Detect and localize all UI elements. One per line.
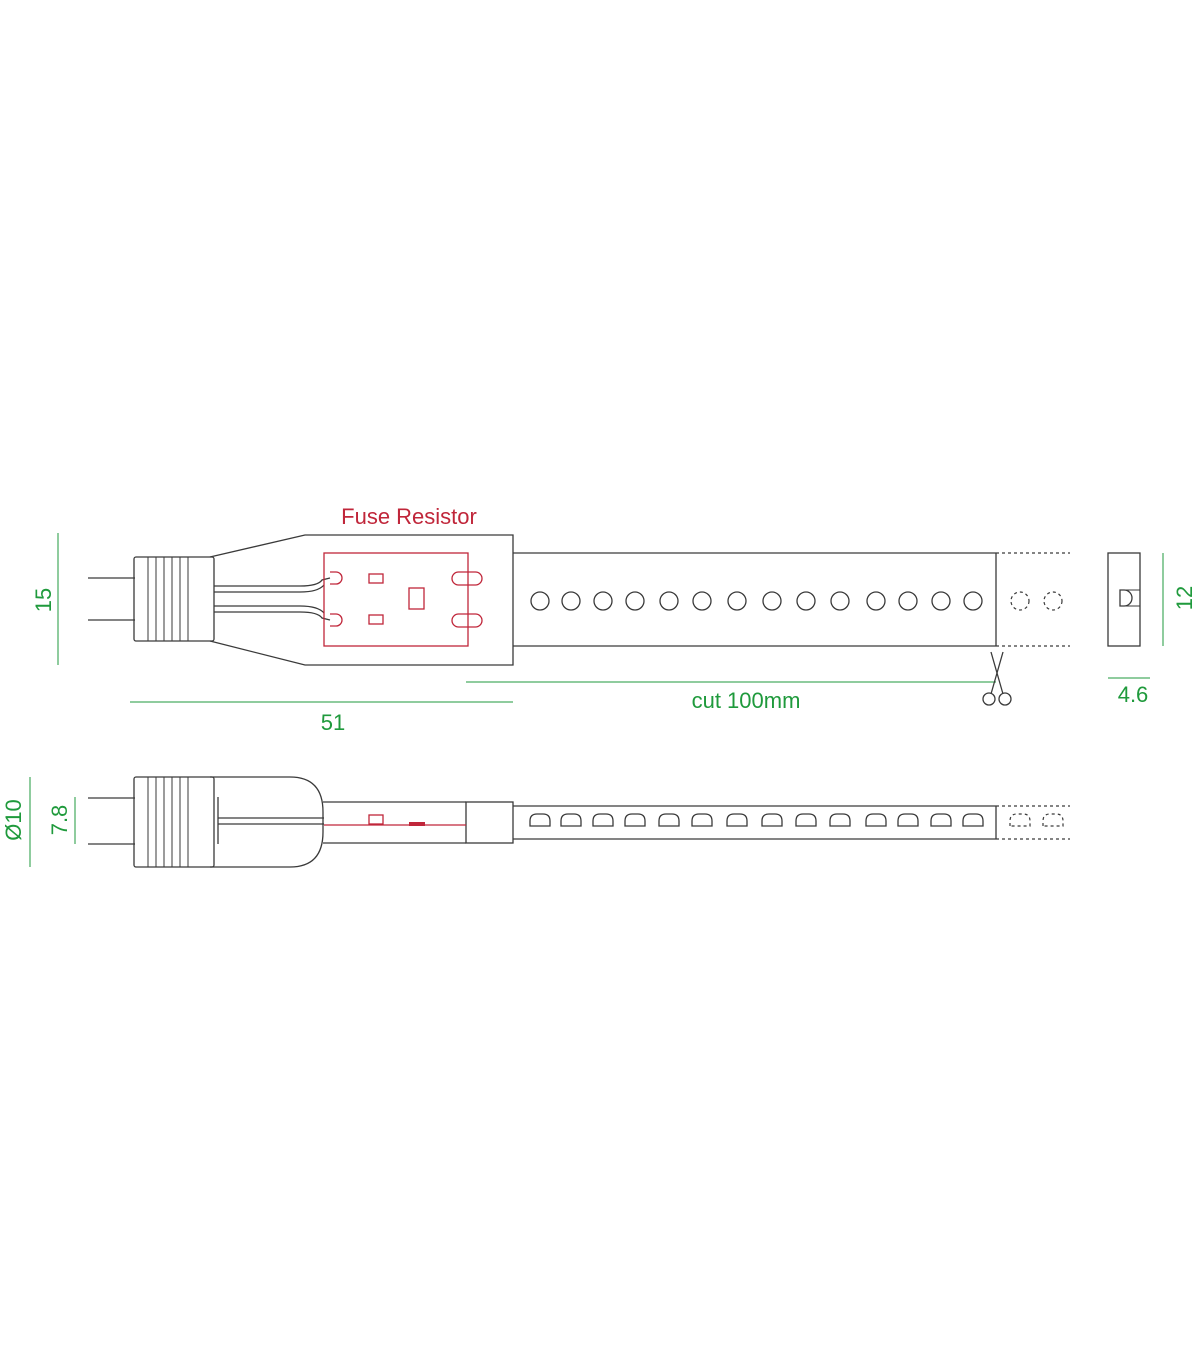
top-led-row xyxy=(530,591,1063,611)
led xyxy=(625,591,645,611)
led xyxy=(866,591,886,611)
led xyxy=(727,591,747,611)
side-end-cap xyxy=(133,776,215,868)
dim-height-7-8: 7.8 xyxy=(47,805,72,836)
led-side xyxy=(1042,813,1064,827)
top-view xyxy=(88,534,1070,666)
led-side xyxy=(726,813,748,827)
led-side xyxy=(761,813,783,827)
led xyxy=(561,591,581,611)
led xyxy=(1010,591,1030,611)
led xyxy=(530,591,550,611)
led-side xyxy=(962,813,984,827)
dim-profile-width-4-6: 4.6 xyxy=(1118,682,1149,707)
top-end-cap xyxy=(133,556,215,642)
fuse-resistor-label: Fuse Resistor xyxy=(341,504,477,529)
led-side xyxy=(795,813,817,827)
top-wires xyxy=(214,577,331,621)
dimension-lines xyxy=(29,533,1164,867)
led-side xyxy=(560,813,582,827)
side-view xyxy=(88,776,1070,868)
scissors-icon[interactable] xyxy=(982,651,1012,706)
top-cables xyxy=(88,577,135,621)
side-led-row xyxy=(529,813,1064,827)
fuse-resistor-module xyxy=(323,552,483,647)
led xyxy=(762,591,782,611)
led xyxy=(931,591,951,611)
led xyxy=(830,591,850,611)
side-housing xyxy=(210,776,1070,868)
top-housing xyxy=(209,534,1070,666)
side-fuse-pcb xyxy=(324,814,466,826)
led-side xyxy=(592,813,614,827)
cut-length-label: cut 100mm xyxy=(692,688,801,713)
dim-diameter-10: Ø10 xyxy=(1,799,26,841)
led-side xyxy=(897,813,919,827)
led xyxy=(963,591,983,611)
led-side xyxy=(658,813,680,827)
led-side xyxy=(865,813,887,827)
side-cables xyxy=(88,797,135,845)
led-side xyxy=(930,813,952,827)
led-side xyxy=(624,813,646,827)
led xyxy=(1043,591,1063,611)
dim-length-51: 51 xyxy=(321,710,345,735)
led xyxy=(796,591,816,611)
led xyxy=(593,591,613,611)
dim-profile-height-12: 12 xyxy=(1172,586,1197,610)
led-side xyxy=(529,813,551,827)
led-side xyxy=(691,813,713,827)
led xyxy=(692,591,712,611)
dim-height-15: 15 xyxy=(31,588,56,612)
led xyxy=(659,591,679,611)
led xyxy=(898,591,918,611)
led-side xyxy=(1009,813,1031,827)
profile-view xyxy=(1107,552,1141,647)
led-side xyxy=(829,813,851,827)
